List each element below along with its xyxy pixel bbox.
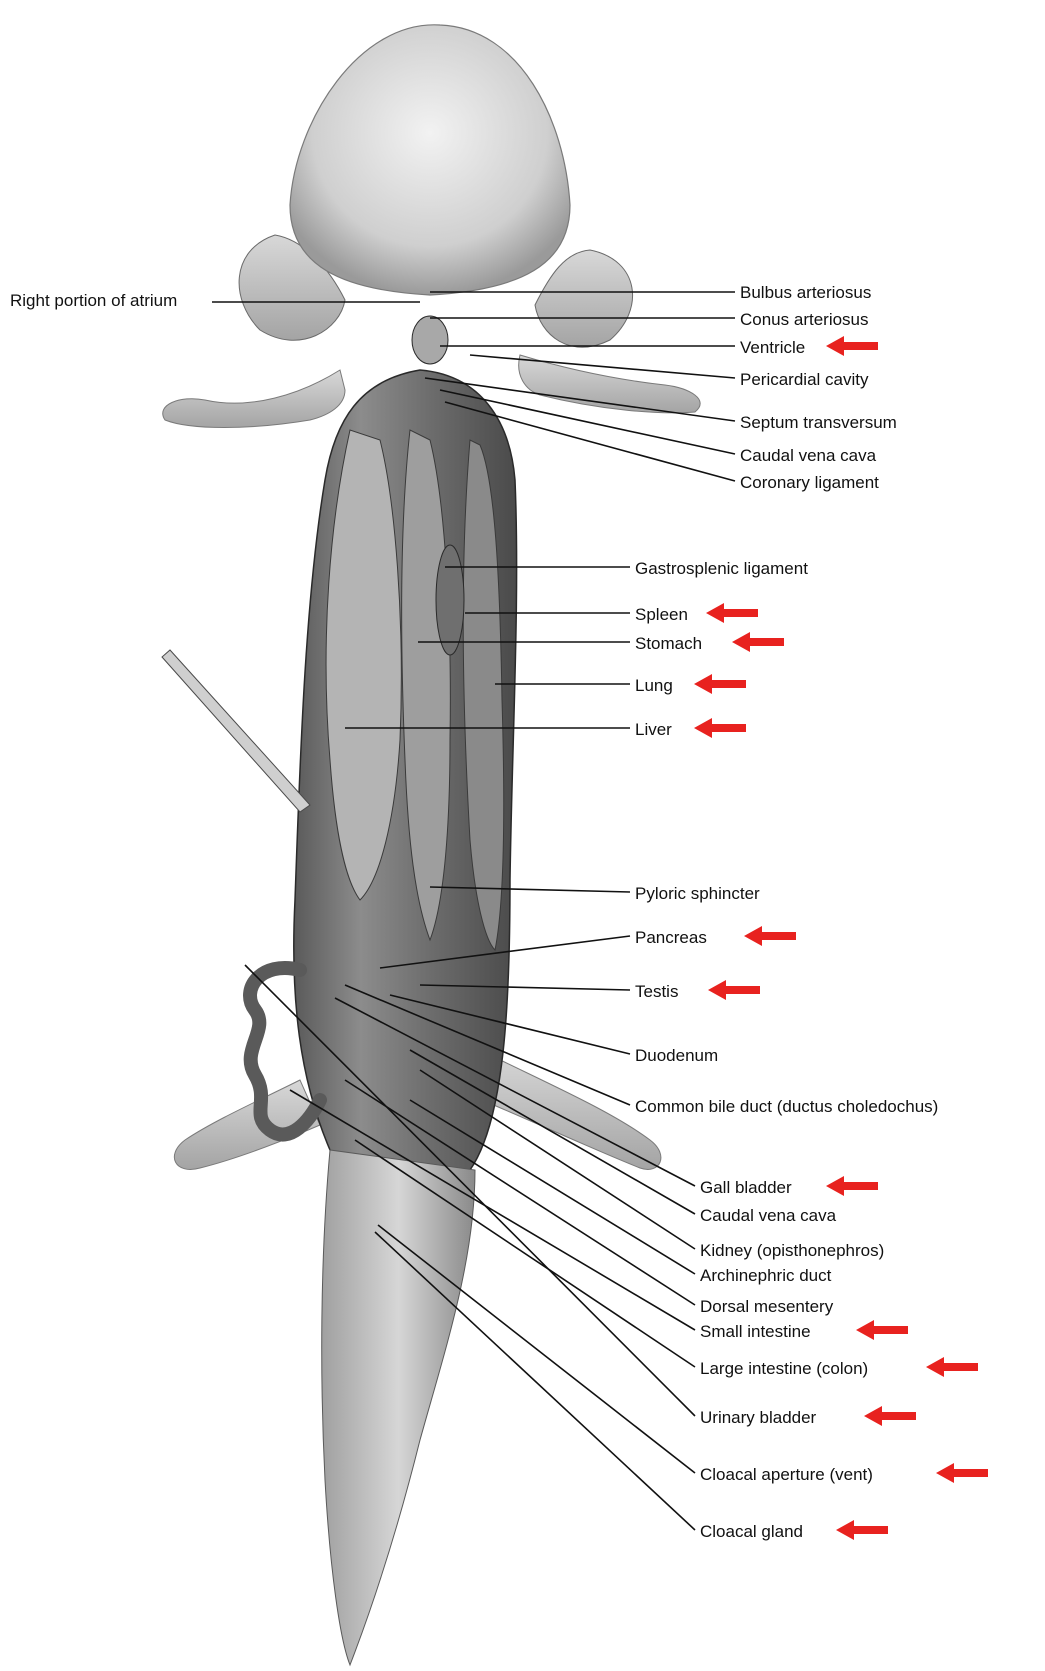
- salamander-illustration: [162, 25, 700, 1665]
- label-pancreas: Pancreas: [635, 928, 707, 947]
- arrow-liver-icon: [694, 718, 746, 738]
- label-gall-bladder: Gall bladder: [700, 1178, 792, 1197]
- arrow-ventricle-icon: [826, 336, 878, 356]
- arrow-pancreas-icon: [744, 926, 796, 946]
- label-testis: Testis: [635, 982, 678, 1001]
- label-caudal-vena-cava-2: Caudal vena cava: [700, 1206, 837, 1225]
- arrow-cloacal-gland-icon: [836, 1520, 888, 1540]
- arrow-urinary-bladder-icon: [864, 1406, 916, 1426]
- label-duodenum: Duodenum: [635, 1046, 718, 1065]
- label-right-atrium: Right portion of atrium: [10, 291, 177, 310]
- spleen-shape: [436, 545, 464, 655]
- label-pericardial: Pericardial cavity: [740, 370, 869, 389]
- label-large-intestine: Large intestine (colon): [700, 1359, 868, 1378]
- label-pyloric: Pyloric sphincter: [635, 884, 760, 903]
- arrow-cloacal-aperture-icon: [936, 1463, 988, 1483]
- left-forelimb-shape: [163, 370, 345, 428]
- tail-shape: [322, 1150, 475, 1665]
- label-spleen: Spleen: [635, 605, 688, 624]
- arrow-large-intestine-icon: [926, 1357, 978, 1377]
- arrow-small-intestine-icon: [856, 1320, 908, 1340]
- label-stomach: Stomach: [635, 634, 702, 653]
- label-kidney: Kidney (opisthonephros): [700, 1241, 884, 1260]
- dissection-probe-shape: [162, 650, 310, 812]
- arrow-lung-icon: [694, 674, 746, 694]
- label-conus: Conus arteriosus: [740, 310, 869, 329]
- arrow-testis-icon: [708, 980, 760, 1000]
- label-liver: Liver: [635, 720, 672, 739]
- label-dorsal-mesentery: Dorsal mesentery: [700, 1297, 834, 1316]
- label-bile-duct: Common bile duct (ductus choledochus): [635, 1097, 938, 1116]
- label-caudal-vena-cava-1: Caudal vena cava: [740, 446, 877, 465]
- arrow-gall-bladder-icon: [826, 1176, 878, 1196]
- right-labels: Bulbus arteriosus Conus arteriosus Ventr…: [635, 283, 938, 1541]
- label-bulbus: Bulbus arteriosus: [740, 283, 871, 302]
- leader-pericardial: [470, 355, 735, 378]
- head-shape: [290, 25, 570, 295]
- label-cloacal-aperture: Cloacal aperture (vent): [700, 1465, 873, 1484]
- label-archinephric: Archinephric duct: [700, 1266, 832, 1285]
- label-urinary-bladder: Urinary bladder: [700, 1408, 817, 1427]
- label-gastrosplenic: Gastrosplenic ligament: [635, 559, 808, 578]
- arrow-spleen-icon: [706, 603, 758, 623]
- label-ventricle: Ventricle: [740, 338, 805, 357]
- arrow-stomach-icon: [732, 632, 784, 652]
- ventricle-shape: [412, 316, 448, 364]
- label-coronary: Coronary ligament: [740, 473, 879, 492]
- label-cloacal-gland: Cloacal gland: [700, 1522, 803, 1541]
- label-lung: Lung: [635, 676, 673, 695]
- right-gill-shape: [535, 250, 633, 347]
- label-septum: Septum transversum: [740, 413, 897, 432]
- label-small-intestine: Small intestine: [700, 1322, 811, 1341]
